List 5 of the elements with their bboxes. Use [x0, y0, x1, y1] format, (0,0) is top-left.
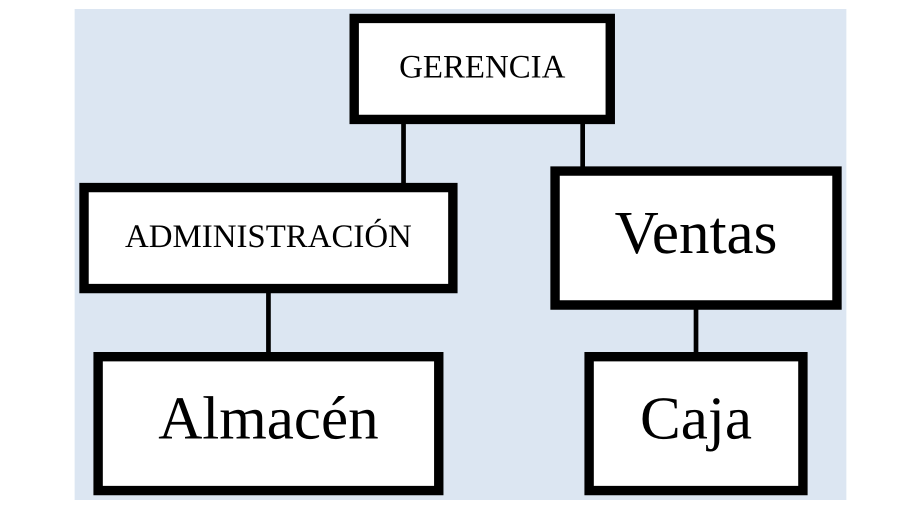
node-box: GERENCIA [349, 13, 614, 124]
node-box: Almacén [92, 352, 443, 495]
node-box: Caja [584, 352, 808, 495]
node-box: ADMINISTRACIÓN [78, 182, 458, 293]
node-box: Ventas [550, 166, 842, 310]
